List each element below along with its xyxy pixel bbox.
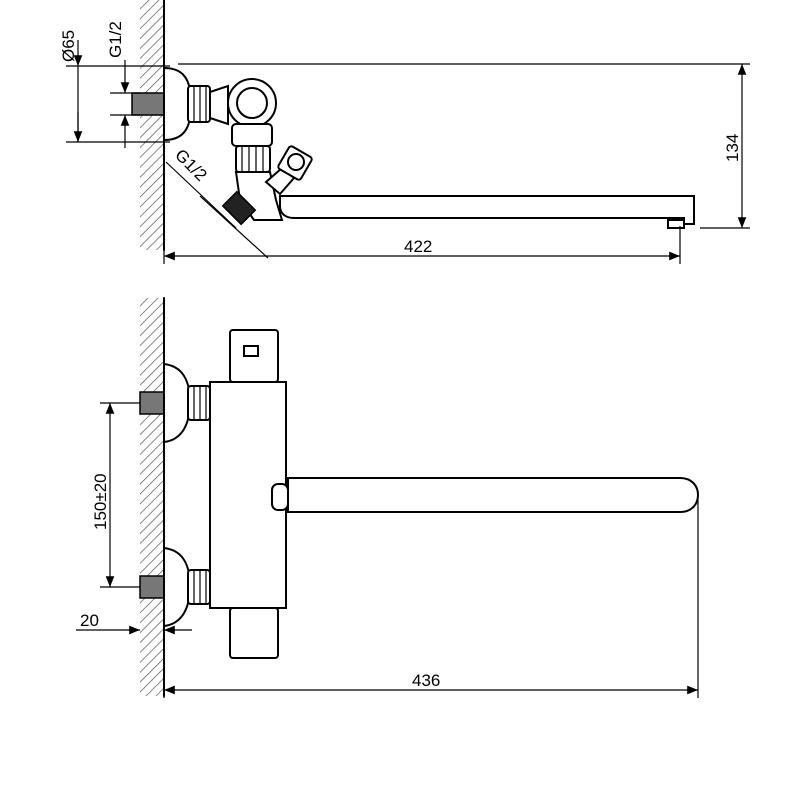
wall-top: [140, 0, 165, 251]
dim-label-height: 134: [723, 134, 742, 162]
dimension-thread-top: G1/2: [106, 21, 140, 148]
inlet-upper-bottom: [139, 362, 211, 444]
bottom-view: 150±20 20 436: [76, 297, 700, 698]
diverter-knob-top: [264, 145, 313, 196]
dim-label-length-436: 436: [412, 671, 440, 690]
dimension-spacing: 150±20: [91, 402, 140, 588]
dim-label-spacing: 150±20: [91, 473, 110, 530]
spout-bottom: [271, 477, 700, 513]
dimension-length-436: 436: [163, 500, 699, 698]
outlet-thread-top: [221, 190, 257, 226]
wall-bottom: [140, 297, 165, 697]
top-view: Ø65 G1/2 G1/2 134 422: [59, 0, 750, 264]
dim-label-thread-top: G1/2: [106, 21, 125, 58]
inlet-lower-bottom: [139, 546, 211, 628]
escutcheon-top: [163, 66, 191, 142]
dimension-offset-20: 20: [76, 611, 192, 640]
spout-top: [279, 195, 695, 229]
dim-label-offset: 20: [80, 611, 99, 630]
dimension-height-134: 134: [178, 63, 750, 229]
dimension-diameter-65: Ø65: [59, 30, 170, 143]
dimension-length-422: 422: [163, 226, 681, 264]
wall-inlet-top: [131, 92, 165, 116]
eccentric-nut-top: [187, 85, 211, 123]
dim-label-thread-inlet: G1/2: [171, 145, 210, 184]
dim-label-diameter: Ø65: [59, 30, 78, 62]
dim-label-length-422: 422: [404, 237, 432, 256]
mixer-body-top: [209, 78, 277, 147]
